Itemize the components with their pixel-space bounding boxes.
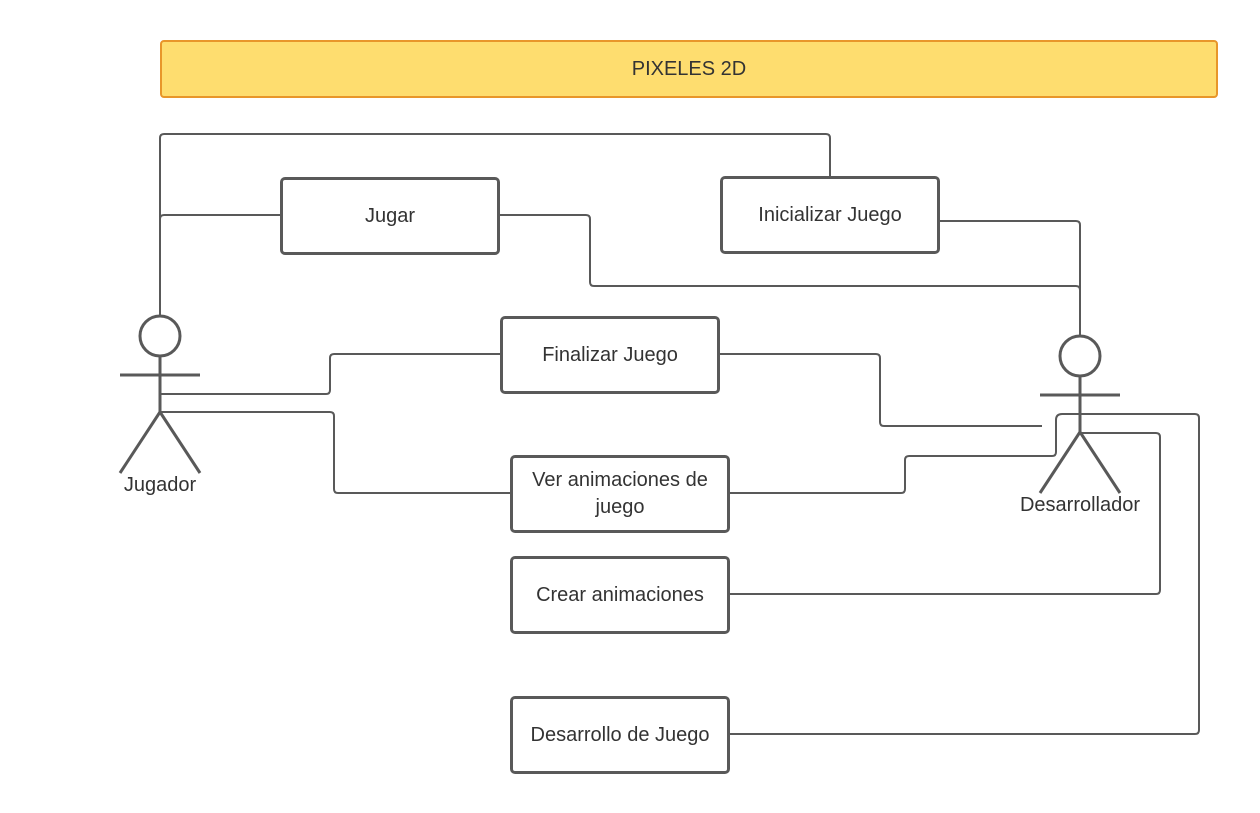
- connector-ver-animaciones-desarrollador: [730, 413, 1200, 735]
- usecase-ver-animaciones: Ver animaciones de juego: [510, 455, 730, 533]
- usecase-finalizar-juego: Finalizar Juego: [500, 316, 720, 394]
- usecase-inicializar-juego: Inicializar Juego: [720, 176, 940, 254]
- connector-desarrollador-crear-animaciones: [730, 432, 1161, 595]
- connector-inicializar-desarrollador: [940, 220, 1081, 290]
- actor-label-jugador: Jugador: [123, 474, 197, 496]
- diagram-title: PIXELES 2D: [160, 40, 1218, 98]
- connector-jugador-jugar: [159, 214, 280, 220]
- actor-label-desarrollador: Desarrollador: [1019, 494, 1141, 516]
- usecase-crear-animaciones: Crear animaciones: [510, 556, 730, 634]
- connector-jugador-ver-animaciones: [160, 411, 510, 494]
- usecase-desarrollo-de-juego: Desarrollo de Juego: [510, 696, 730, 774]
- connector-finalizar-desarrollador: [720, 353, 1042, 427]
- connector-jugador-inicializar: [159, 133, 831, 316]
- usecase-jugar: Jugar: [280, 177, 500, 255]
- connector-jugador-finalizar: [160, 353, 500, 395]
